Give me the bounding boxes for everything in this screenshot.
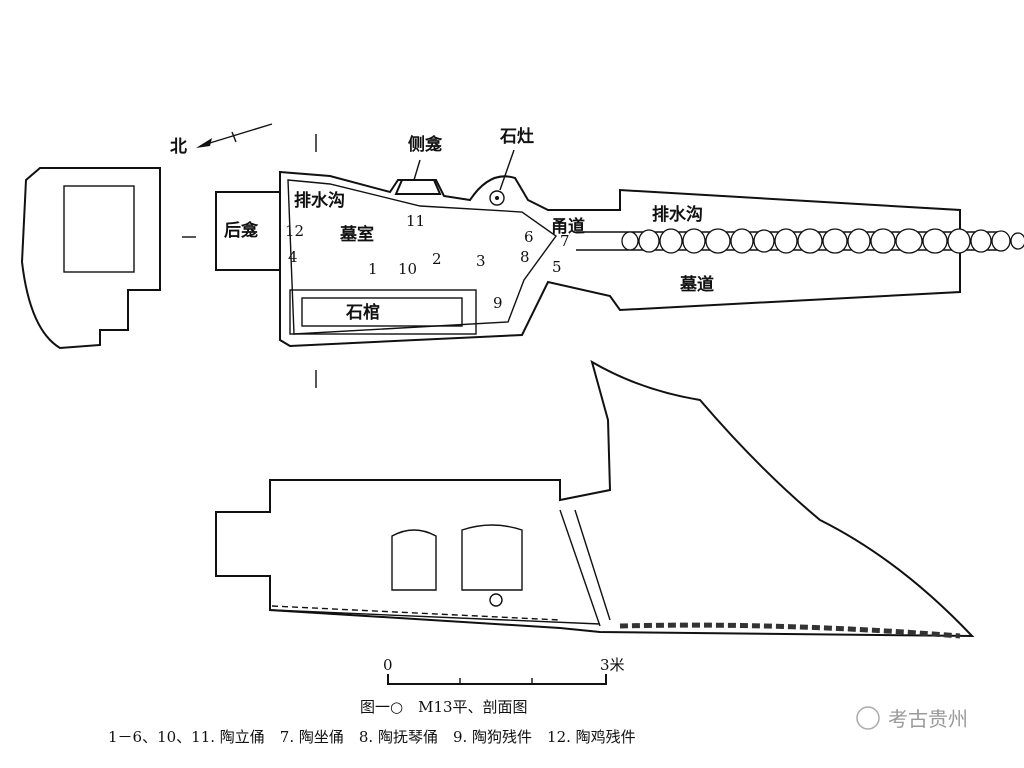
label-rear-niche: 后龛 [224, 220, 259, 241]
item-2: 2 [432, 250, 442, 268]
label-ramp: 墓道 [679, 274, 714, 295]
drain-stone [1010, 232, 1024, 250]
scale-start: 0 [383, 656, 393, 674]
item-8: 8 [520, 248, 530, 266]
drain-stones [621, 228, 1024, 254]
watermark-text: 考古贵州 [888, 707, 968, 731]
north-arrow: 北 [170, 123, 273, 157]
drain-stone [730, 228, 754, 254]
drain-stone [847, 228, 871, 254]
wechat-icon [856, 706, 880, 730]
drain-stone [822, 228, 848, 254]
stone-stove [489, 190, 505, 206]
scale-bar: 0 3米 [383, 656, 625, 685]
figure-title: 图一○ M13平、剖面图 [360, 698, 528, 716]
item-10: 10 [398, 260, 417, 278]
drain-stone [797, 228, 823, 254]
drain-stone [659, 228, 683, 254]
item-7: 7 [560, 232, 570, 250]
item-5: 5 [552, 258, 562, 276]
label-corridor: 甬道 [551, 216, 585, 237]
label-chamber: 墓室 [339, 224, 374, 245]
stone-coffin [301, 297, 463, 327]
drain-stone [947, 228, 971, 254]
tomb-section [215, 359, 975, 639]
watermark: 考古贵州 [856, 706, 968, 731]
side-niche [394, 179, 442, 195]
label-coffin: 石棺 [345, 302, 380, 323]
tomb-plan [215, 149, 1024, 348]
north-label: 北 [170, 137, 187, 157]
drain-stone [922, 228, 948, 254]
item-3: 3 [476, 252, 486, 270]
drain-stone [970, 229, 992, 253]
drain-stone [774, 228, 798, 254]
drain-stone [705, 228, 731, 254]
label-stone-stove: 石灶 [499, 126, 534, 147]
item-1: 1 [368, 260, 378, 278]
figure-legend: 1－6、10、11. 陶立俑 7. 陶坐俑 8. 陶抚琴俑 9. 陶狗残件 12… [108, 728, 636, 746]
drain-stone [621, 231, 639, 251]
drain-stone [682, 228, 706, 254]
scale-end: 3米 [600, 656, 625, 674]
item-12: 12 [285, 222, 304, 240]
item-9: 9 [493, 294, 503, 312]
item-4: 4 [288, 248, 298, 266]
drain-stone [753, 229, 775, 253]
drain-stone [638, 229, 660, 253]
end-section [20, 167, 161, 350]
drain-stone [870, 228, 896, 254]
artifact-numbers: 1 2 3 4 5 6 7 8 9 10 11 12 [285, 212, 570, 312]
drain-stone [895, 228, 923, 254]
drain-stone [991, 230, 1011, 252]
item-11: 11 [406, 212, 425, 230]
label-drain-passage: 排水沟 [652, 204, 703, 225]
label-side-niche: 侧龛 [408, 134, 443, 155]
label-drain-chamber: 排水沟 [294, 190, 345, 211]
item-6: 6 [524, 228, 534, 246]
end-opening [63, 185, 135, 273]
